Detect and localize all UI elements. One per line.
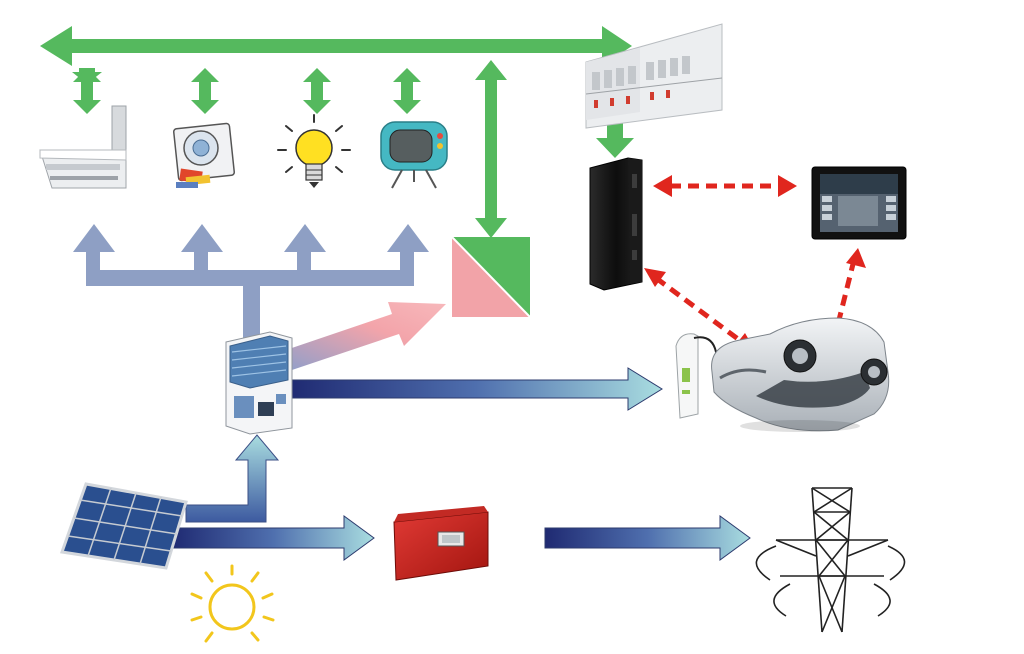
green-double-arrow-4 — [393, 68, 421, 114]
gateway-box-icon — [589, 157, 643, 291]
pink-arrow-to-meter — [280, 302, 446, 372]
green-double-arrow-1 — [73, 68, 101, 114]
green-double-arrow-3 — [303, 68, 331, 114]
inverter-icon — [393, 506, 489, 581]
arrow-solar-to-inverter — [171, 515, 375, 561]
green-bus-drops — [72, 68, 421, 114]
green-bus-horizontal-arrow — [40, 26, 632, 66]
retro-tv-icon — [380, 121, 448, 189]
distribution-tree-shape — [73, 224, 429, 338]
energy-meter — [451, 236, 531, 318]
distribution-tree — [73, 224, 429, 338]
tablet-icon — [811, 166, 907, 240]
green-arrow-to-meter — [475, 60, 507, 238]
transmission-tower-icon — [755, 487, 906, 633]
arrow-panel-to-charger — [289, 367, 663, 411]
green-double-arrow-2 — [191, 68, 219, 114]
din-rail-module-icon — [585, 23, 723, 129]
sun-icon — [190, 564, 275, 643]
distribution-panel-icon — [225, 331, 293, 435]
arrow-inverter-to-grid — [544, 515, 751, 561]
air-conditioner-icon — [39, 105, 127, 189]
car-icon — [711, 317, 890, 432]
light-bulb-icon — [277, 114, 351, 188]
green-arrow-to-gateway — [596, 120, 634, 158]
solar-panel-icon — [59, 482, 188, 570]
arrow-solar-to-panel — [185, 434, 280, 523]
solar-flows — [171, 367, 751, 561]
washing-machine-icon — [172, 122, 236, 188]
green-bus — [40, 26, 634, 238]
